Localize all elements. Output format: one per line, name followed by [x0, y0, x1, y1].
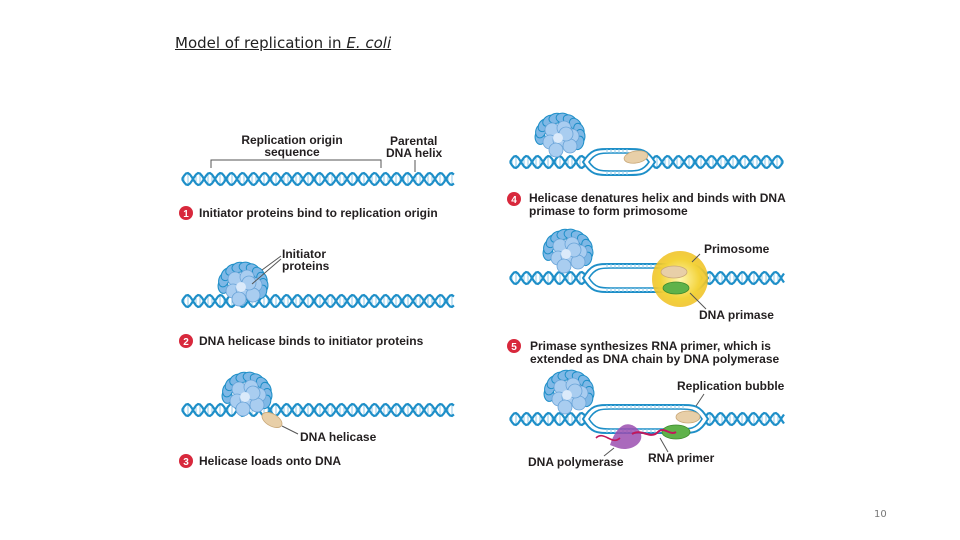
initiator-protein-cluster — [534, 112, 586, 158]
bubble-leader — [695, 393, 705, 407]
step-caption-line1: Helicase denatures helix and binds with … — [529, 191, 786, 205]
helicase-icon — [675, 410, 701, 424]
rna-primer-label: RNA primer — [648, 451, 715, 465]
dna-helix-segment — [509, 411, 587, 427]
step-caption-line2: primase to form primosome — [529, 204, 688, 218]
slide-title-prefix: Model of replication in — [175, 34, 347, 52]
page-number: 10 — [874, 509, 887, 520]
helicase-icon — [261, 412, 283, 428]
dna-primase-label: DNA primase — [699, 308, 774, 322]
initiator-protein-cluster — [217, 261, 269, 307]
step-caption: DNA helicase binds to initiator proteins — [199, 334, 424, 348]
step-badge — [507, 339, 521, 353]
helicase-leader — [281, 425, 299, 435]
initiator-protein-cluster — [221, 371, 273, 417]
dna-helix-segment — [509, 270, 587, 286]
step-4: 4 Helicase denatures helix and binds wit… — [507, 191, 786, 218]
step-5: 5 Primase synthesizes RNA primer, which … — [507, 339, 780, 366]
dna-helicase-label: DNA helicase — [300, 430, 377, 444]
initiator-label-line2: proteins — [282, 259, 330, 273]
slide-title: Model of replication in E. coli — [175, 34, 391, 52]
dna-helix-segment — [181, 293, 455, 309]
step-badge — [179, 454, 193, 468]
initiator-leader — [251, 258, 282, 285]
primosome-label: Primosome — [704, 242, 770, 256]
dna-helix-segment — [181, 171, 455, 187]
initiator-label-line1: Initiator — [282, 247, 326, 261]
primase-leader — [689, 292, 707, 310]
origin-label-line2: sequence — [264, 145, 320, 159]
parental-label-line2: DNA helix — [386, 146, 443, 160]
dna-helix-segment — [181, 402, 455, 418]
initiator-protein-cluster — [542, 228, 594, 274]
step-caption: Initiator proteins bind to replication o… — [199, 206, 438, 220]
replication-bubble-label: Replication bubble — [677, 379, 785, 393]
step-number: 3 — [183, 457, 189, 468]
step-caption-line1: Primase synthesizes RNA primer, which is — [530, 339, 771, 353]
primase-icon — [662, 281, 690, 295]
step-caption-line2: extended as DNA chain by DNA polymerase — [530, 352, 780, 366]
dna-helix-layer — [181, 154, 785, 427]
step-number: 4 — [511, 195, 517, 206]
step-number: 2 — [183, 337, 189, 348]
step-badge — [507, 192, 521, 206]
helicase-icon — [623, 150, 649, 164]
step-1: 1 Initiator proteins bind to replication… — [179, 206, 438, 220]
step-number: 1 — [183, 209, 189, 220]
initiator-leader — [261, 255, 282, 271]
slide-title-organism: E. coli — [346, 34, 392, 52]
step-number: 5 — [511, 342, 517, 353]
polymerase-icon — [610, 424, 642, 449]
step-2: 2 DNA helicase binds to initiator protei… — [179, 334, 424, 348]
initiator-protein-cluster — [543, 369, 595, 415]
origin-label-line1: Replication origin — [241, 133, 342, 147]
step-3: 3 Helicase loads onto DNA — [179, 454, 341, 468]
dna-helix-segment — [650, 154, 784, 170]
primosome-glow — [652, 251, 708, 307]
dna-helix-segment — [703, 270, 785, 286]
step-badge — [179, 334, 193, 348]
dna-helix-segment — [509, 154, 587, 170]
initiator-protein-layer — [217, 112, 595, 417]
polymerase-leader — [603, 447, 615, 457]
helicase-icon — [660, 265, 688, 279]
parental-label-line1: Parental — [390, 134, 437, 148]
new-dna-strand — [595, 434, 621, 442]
rna-primer-strand — [631, 429, 677, 436]
step-caption: Helicase loads onto DNA — [199, 454, 341, 468]
step-badge — [179, 206, 193, 220]
primosome-leader — [691, 253, 701, 263]
origin-bracket — [210, 159, 382, 168]
rna-primer-leader — [659, 437, 669, 453]
dna-polymerase-label: DNA polymerase — [528, 455, 624, 469]
dna-helix-segment — [703, 411, 785, 427]
